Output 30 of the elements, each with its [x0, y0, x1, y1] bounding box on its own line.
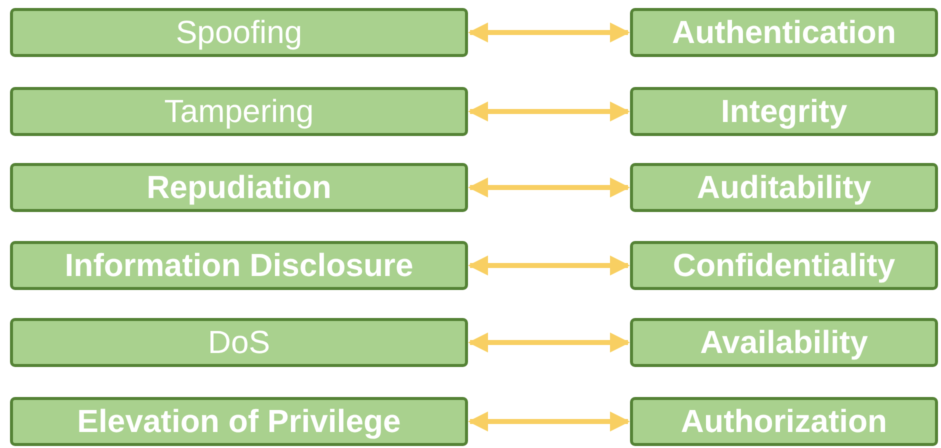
process-box	[630, 397, 938, 446]
box-label: Authentication	[672, 14, 896, 51]
box-label: Elevation of Privilege	[77, 403, 401, 440]
process-box	[630, 163, 938, 212]
double-arrow	[468, 412, 630, 432]
box-label: Integrity	[720, 93, 848, 130]
box-label: Availability	[700, 324, 868, 361]
process-box	[630, 241, 938, 290]
process-box	[10, 318, 468, 367]
double-arrow	[468, 178, 630, 198]
box-label: Information Disclosure	[64, 247, 414, 284]
process-box	[10, 87, 468, 136]
box-label: Auditability	[696, 169, 872, 206]
process-box	[630, 318, 938, 367]
process-box	[10, 8, 468, 57]
process-box	[630, 87, 938, 136]
box-label: Repudiation	[146, 169, 332, 206]
process-box	[10, 397, 468, 446]
box-label: Spoofing	[176, 14, 302, 51]
box-label: DoS	[208, 324, 270, 361]
process-box	[10, 241, 468, 290]
process-box	[630, 8, 938, 57]
box-label: Authorization	[680, 403, 888, 440]
box-label: Confidentiality	[672, 247, 896, 284]
double-arrow	[468, 22, 630, 42]
box-label: Tampering	[164, 93, 314, 130]
double-arrow	[468, 332, 630, 352]
double-arrow	[468, 102, 630, 122]
double-arrow	[468, 256, 630, 276]
process-box	[10, 163, 468, 212]
